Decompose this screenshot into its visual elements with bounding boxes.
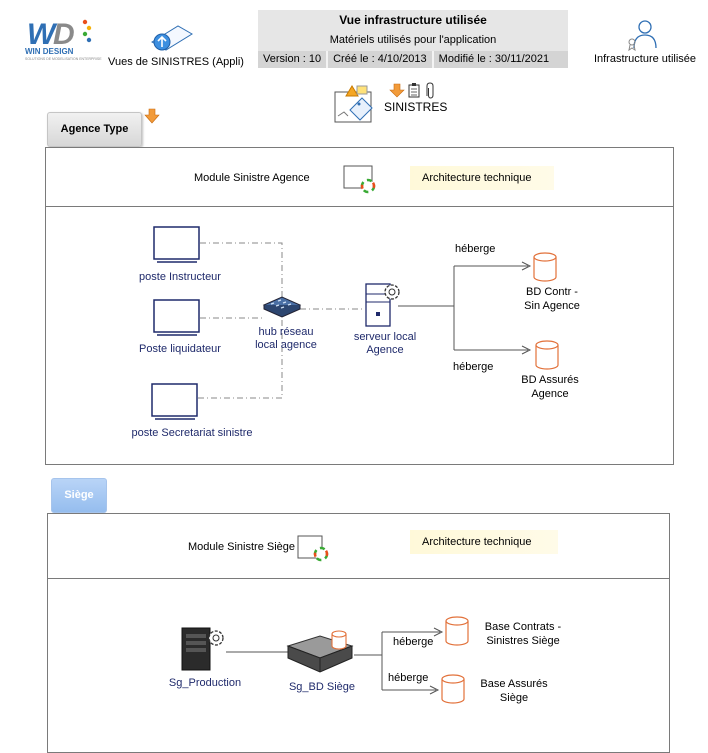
- svg-text:D: D: [53, 18, 75, 51]
- module-icon[interactable]: [342, 164, 378, 194]
- poste-instructeur-label: poste Instructeur: [139, 271, 221, 283]
- poste-liquidateur-label: Poste liquidateur: [139, 343, 221, 355]
- heberge-label: héberge: [388, 672, 429, 684]
- winDesign-logo-mark: W D: [27, 18, 92, 51]
- module-icon[interactable]: [296, 534, 332, 564]
- views-link[interactable]: Vues de SINISTRES (Appli): [108, 22, 244, 70]
- clipboard-icon: [408, 83, 420, 98]
- monitor-icon[interactable]: [153, 299, 201, 339]
- heberge-label: héberge: [393, 636, 434, 648]
- page-subtitle: Matériels utilisés pour l'application: [329, 34, 497, 46]
- module-sinistre-agence-label: Module Sinistre Agence: [194, 172, 310, 184]
- bd-contr-label: BD Contr - Sin Agence: [524, 286, 580, 312]
- serveur-label: serveur local Agence: [353, 331, 417, 356]
- paperclip-icon: [426, 82, 434, 99]
- page-title: Vue infrastructure utilisée: [339, 13, 487, 27]
- views-up-icon: [151, 25, 193, 51]
- heberge-label: héberge: [453, 361, 494, 373]
- agence-diagram-panel: [45, 206, 674, 465]
- database-icon[interactable]: [534, 340, 562, 372]
- version-label: Version : 10: [258, 51, 329, 68]
- sinistre-app-icon: [334, 85, 373, 123]
- winDesign-logo: W D WIN DESIGN SOLUTIONS DE MODELISATION…: [25, 14, 102, 64]
- database-server-icon[interactable]: [286, 630, 356, 676]
- user-icon: [628, 20, 657, 52]
- base-assures-label: Base Assurés Siège: [480, 678, 548, 704]
- arrow-down-icon: [389, 83, 405, 98]
- network-hub-icon[interactable]: [262, 295, 302, 319]
- tower-server-icon[interactable]: [174, 626, 226, 672]
- logo-tagline: SOLUTIONS DE MODELISATION ENTERPRISE: [25, 57, 102, 61]
- hub-label: hub réseau local agence: [255, 326, 317, 351]
- database-icon[interactable]: [532, 252, 560, 284]
- monitor-icon[interactable]: [151, 383, 199, 423]
- application-node[interactable]: SINISTRES: [332, 82, 462, 128]
- logo-brand: WIN DESIGN: [25, 47, 74, 56]
- server-icon[interactable]: [364, 280, 404, 328]
- infrastructure-label: Infrastructure utilisée: [593, 53, 697, 65]
- modified-label: Modifié le : 30/11/2021: [433, 51, 568, 68]
- monitor-icon[interactable]: [153, 226, 201, 266]
- sg-production-label: Sg_Production: [168, 677, 242, 689]
- application-icons: [334, 82, 434, 123]
- tab-siege[interactable]: Siège: [51, 478, 107, 513]
- infrastructure-link[interactable]: Infrastructure utilisée: [590, 18, 700, 68]
- database-icon[interactable]: [440, 674, 468, 706]
- arrow-down-icon: [144, 108, 160, 124]
- metadata-row: Version : 10 Créé le : 4/10/2013 Modifié…: [258, 51, 568, 68]
- views-link-label: Vues de SINISTRES (Appli): [108, 56, 244, 68]
- sg-bd-siege-label: Sg_BD Siège: [288, 681, 356, 693]
- module-sinistre-siege-label: Module Sinistre Siège: [188, 541, 296, 553]
- created-label: Créé le : 4/10/2013: [328, 51, 434, 68]
- poste-secretariat-label: poste Secretariat sinistre: [131, 427, 253, 439]
- heberge-label: héberge: [455, 243, 496, 255]
- architecture-note: Architecture technique: [410, 530, 558, 554]
- application-name: SINISTRES: [384, 100, 448, 114]
- base-contrats-label: Base Contrats - Sinistres Siège: [484, 621, 562, 647]
- database-icon[interactable]: [444, 616, 472, 648]
- bd-assures-label: BD Assurés Agence: [521, 374, 579, 400]
- architecture-note: Architecture technique: [410, 166, 554, 190]
- svg-text:W: W: [27, 18, 58, 51]
- tab-agence-type[interactable]: Agence Type: [47, 112, 142, 147]
